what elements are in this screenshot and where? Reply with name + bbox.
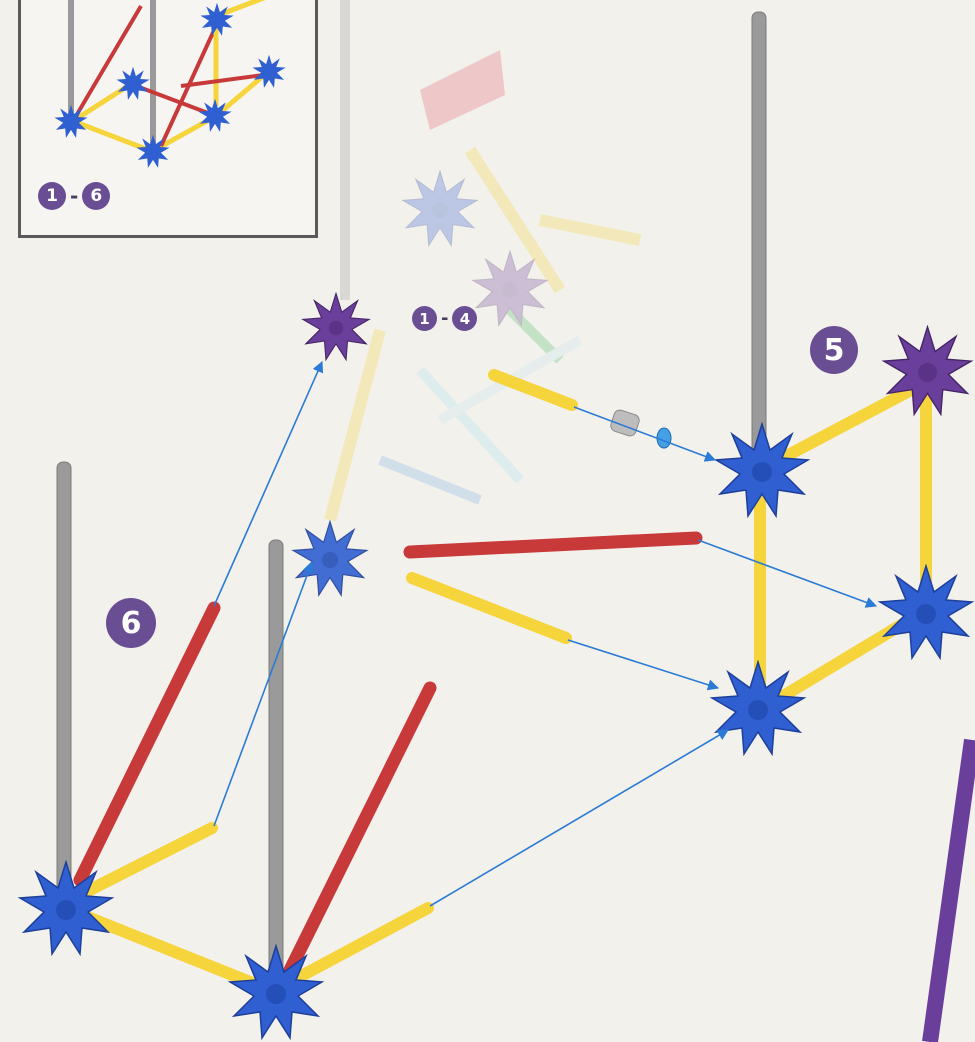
blue-star-connector-icon — [712, 662, 804, 754]
assembly-arrow — [698, 540, 876, 606]
inset-step-badge: 1 — [38, 182, 66, 210]
assembly-arrow — [214, 562, 312, 826]
purple-rod — [930, 740, 972, 1042]
assembly-arrow — [574, 407, 715, 460]
faded-previous-steps — [330, 0, 640, 520]
step-5-module — [712, 12, 972, 754]
assembly-arrow — [430, 730, 728, 906]
step-6-module — [20, 362, 728, 1038]
blue-star-connector-icon — [230, 946, 322, 1038]
inset-steps-range: 1 - 6 — [38, 182, 110, 210]
range-step-badge: 1 — [412, 306, 437, 331]
main-steps-range: 1 - 4 — [412, 306, 477, 331]
assembly-arrow — [568, 640, 718, 688]
red-rod — [410, 538, 696, 552]
step-6-badge: 6 — [106, 598, 156, 648]
tall-gray-rod — [57, 462, 71, 902]
inset-step-badge: 6 — [82, 182, 110, 210]
blue-washer-icon — [657, 428, 671, 448]
red-rod — [290, 688, 430, 970]
yellow-rod — [412, 578, 566, 638]
purple-star-connector-icon — [303, 293, 369, 359]
gray-spacer-icon — [609, 409, 641, 438]
blue-star-connector-icon — [880, 566, 972, 658]
tall-gray-rod — [269, 540, 283, 980]
inset-range-separator: - — [70, 184, 78, 208]
yellow-rod — [494, 375, 572, 405]
range-separator: - — [441, 308, 448, 329]
yellow-rod — [760, 380, 930, 470]
range-step-badge: 4 — [452, 306, 477, 331]
tall-gray-rod — [752, 12, 766, 472]
blue-star-connector-icon — [20, 862, 112, 954]
step-5-badge: 5 — [810, 326, 858, 374]
yellow-rod — [70, 910, 270, 990]
